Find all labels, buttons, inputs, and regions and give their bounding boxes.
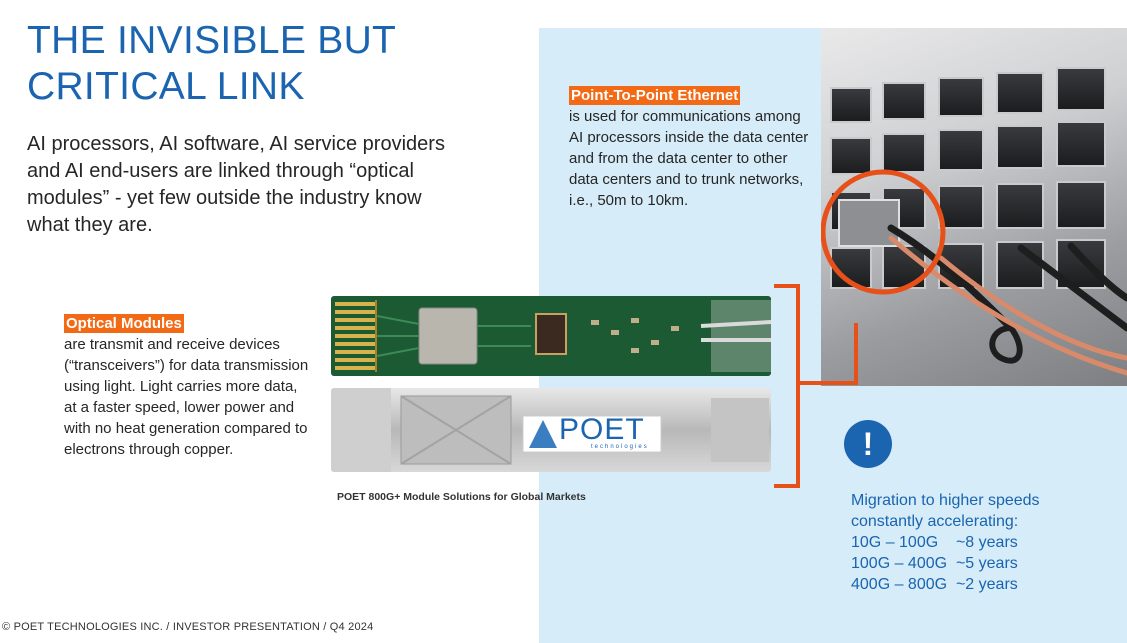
point-to-point-section: Point-To-Point Ethernet is used for comm… [569,85,809,211]
poet-logo-subtext: technologies [591,444,649,450]
migration-row: 100G – 400G ~5 years [851,555,1018,572]
poet-logo-text: POET [559,413,645,446]
copyright-symbol: © [2,621,11,633]
module-pcb-photo [331,296,771,376]
module-caption: POET 800G+ Module Solutions for Global M… [337,491,586,503]
migration-row: 400G – 800G ~2 years [851,576,1018,593]
highlight-circle [821,169,946,295]
intro-text: AI processors, AI software, AI service p… [27,133,445,236]
pcb-illustration [335,300,771,372]
optical-modules-body: are transmit and receive devices (“trans… [64,336,309,458]
migration-heading: Migration to higher speeds constantly ac… [851,492,1040,530]
exclamation-icon: ! [844,420,892,468]
orange-bracket [774,284,858,488]
point-to-point-heading: Point-To-Point Ethernet [569,86,741,105]
slide-title: THE INVISIBLE BUT CRITICAL LINK [27,19,396,108]
poet-logo-mark [529,420,557,448]
optical-modules-section: Optical Modules are transmit and receive… [64,313,314,460]
footer: © POET TECHNOLOGIES INC. / INVESTOR PRES… [2,621,373,633]
housing-illustration [331,388,769,472]
migration-row: 10G – 100G ~8 years [851,534,1018,551]
rack-ports-illustration [821,67,1127,376]
optical-modules-heading: Optical Modules [64,314,184,333]
migration-section: Migration to higher speeds constantly ac… [851,490,1111,595]
switch-rack-photo [821,28,1127,386]
module-housing-photo: POET technologies [331,388,771,472]
point-to-point-body: is used for communications among AI proc… [569,108,809,209]
footer-text: POET TECHNOLOGIES INC. / INVESTOR PRESEN… [13,621,374,633]
